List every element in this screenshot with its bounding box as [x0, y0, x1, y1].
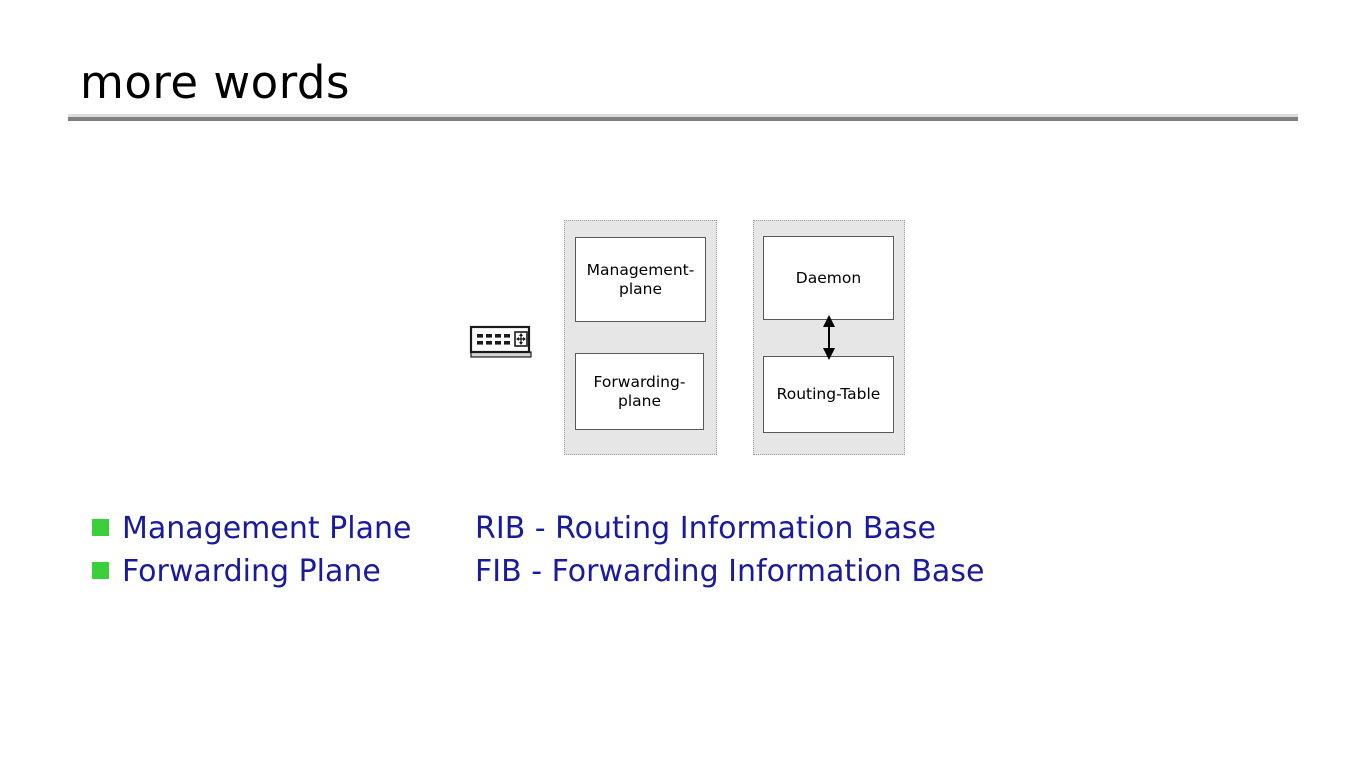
legend-definition-0: RIB - Routing Information Base	[475, 511, 936, 546]
bullet-square-icon	[92, 519, 109, 536]
title-underline-rule	[68, 117, 1298, 121]
legend-definition-1: FIB - Forwarding Information Base	[475, 554, 985, 589]
bullet-square-icon	[92, 562, 109, 579]
list-item: Forwarding Plane FIB - Forwarding Inform…	[92, 551, 1292, 595]
legend-term-0: Management Plane	[122, 511, 412, 546]
list-item: Management Plane RIB - Routing Informati…	[92, 508, 1292, 552]
title-rule-shadow	[68, 114, 1298, 117]
legend-term-1: Forwarding Plane	[122, 554, 381, 589]
page-title: more words	[80, 56, 350, 109]
